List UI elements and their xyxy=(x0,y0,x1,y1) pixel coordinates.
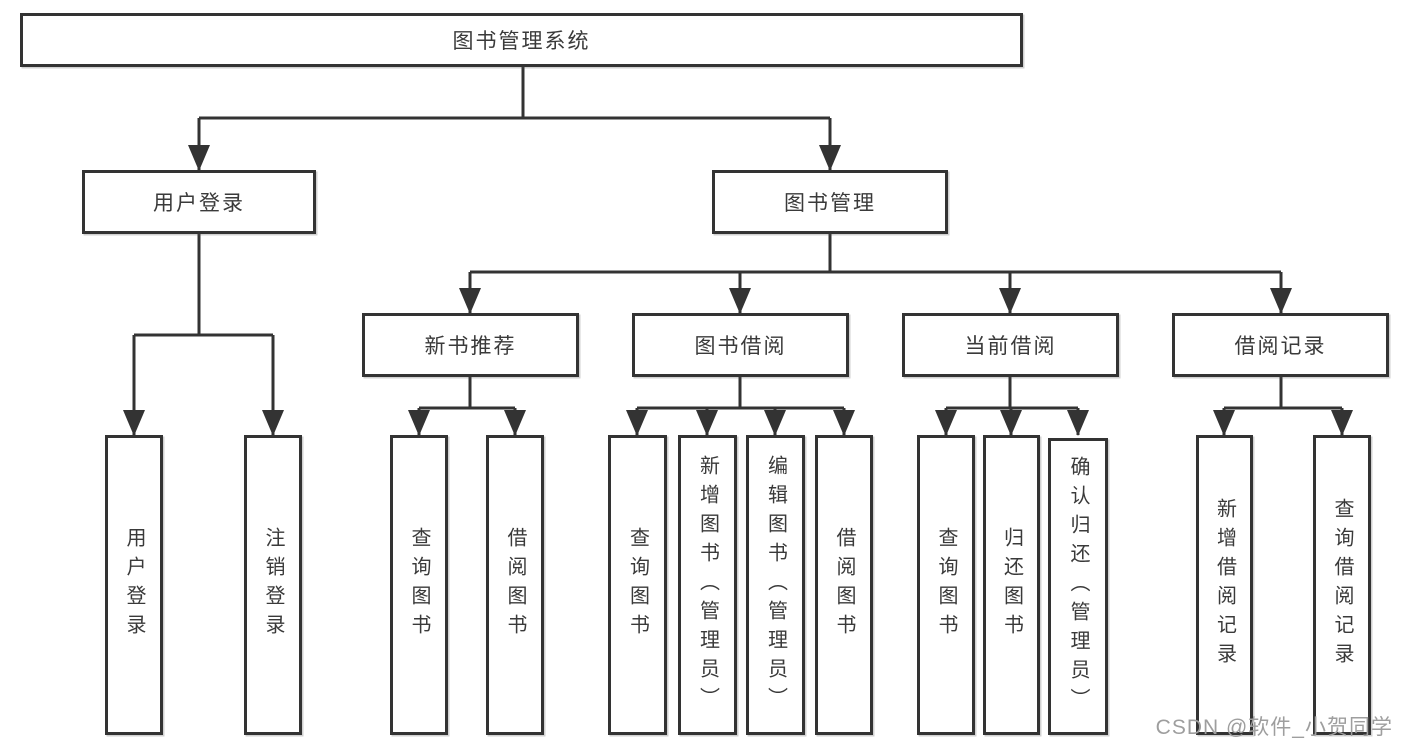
leaf-label: 归还图书 xyxy=(1000,527,1023,643)
leaf-label: 编辑图书（管理员） xyxy=(764,454,787,716)
node-borrow-records: 借阅记录 xyxy=(1172,313,1389,377)
node-book-borrow: 图书借阅 xyxy=(632,313,849,377)
node-book-management: 图书管理 xyxy=(712,170,948,234)
leaf-label: 用户登录 xyxy=(123,527,145,643)
leaf-borrow-books-2: 借阅图书 xyxy=(815,435,873,735)
leaf-label: 查询借阅记录 xyxy=(1331,498,1353,672)
leaf-user-login: 用户登录 xyxy=(105,435,163,735)
leaf-label: 借阅图书 xyxy=(833,527,855,643)
leaf-return-book: 归还图书 xyxy=(983,435,1040,735)
watermark: CSDN @软件_小贺同学 xyxy=(1155,716,1393,739)
leaf-edit-book-admin: 编辑图书（管理员） xyxy=(746,435,805,735)
leaf-add-book-admin: 新增图书（管理员） xyxy=(678,435,737,735)
leaf-borrow-books-1: 借阅图书 xyxy=(486,435,544,735)
node-current-borrow: 当前借阅 xyxy=(902,313,1119,377)
leaf-query-books-3: 查询图书 xyxy=(917,435,975,735)
leaf-logout: 注销登录 xyxy=(244,435,302,735)
leaf-label: 新增借阅记录 xyxy=(1213,498,1236,672)
leaf-label: 注销登录 xyxy=(262,527,284,643)
node-new-book-recommend: 新书推荐 xyxy=(362,313,579,377)
leaf-query-books-2: 查询图书 xyxy=(608,435,667,735)
leaf-label: 新增图书（管理员） xyxy=(696,454,719,716)
node-user-login: 用户登录 xyxy=(82,170,316,234)
leaf-add-borrow-record: 新增借阅记录 xyxy=(1196,435,1253,735)
leaf-query-books-1: 查询图书 xyxy=(390,435,448,735)
node-root: 图书管理系统 xyxy=(20,13,1023,67)
leaf-label: 确认归还（管理员） xyxy=(1067,456,1089,717)
leaf-label: 查询图书 xyxy=(935,527,957,643)
leaf-confirm-return-admin: 确认归还（管理员） xyxy=(1048,438,1108,735)
leaf-query-borrow-record: 查询借阅记录 xyxy=(1313,435,1371,735)
leaf-label: 借阅图书 xyxy=(504,527,526,643)
leaf-label: 查询图书 xyxy=(408,527,430,643)
leaf-label: 查询图书 xyxy=(626,527,649,643)
